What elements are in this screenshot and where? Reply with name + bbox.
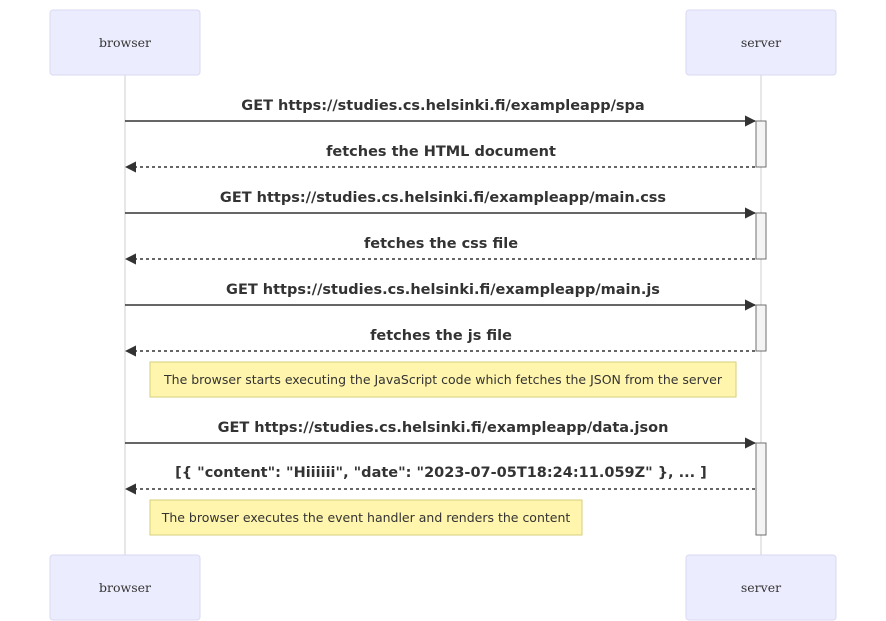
actor-browser-bottom: browser	[49, 554, 201, 621]
message-label: GET https://studies.cs.helsinki.fi/examp…	[218, 420, 669, 436]
message-label: GET https://studies.cs.helsinki.fi/examp…	[226, 282, 660, 298]
actor-browser-top: browser	[49, 9, 201, 76]
actor-server-top: server	[685, 9, 837, 76]
message-label: fetches the css file	[364, 236, 518, 252]
actor-browser-bottom-label: browser	[99, 580, 151, 595]
note-render-content: The browser executes the event handler a…	[149, 499, 583, 536]
server-activation-2	[755, 212, 767, 260]
note-label: The browser executes the event handler a…	[161, 510, 571, 525]
actor-server-bottom-label: server	[741, 580, 781, 595]
message-label: [{ "content": "Hiiiiii", "date": "2023-0…	[175, 465, 707, 481]
note-label: The browser starts executing the JavaScr…	[163, 372, 723, 387]
server-activation-1	[755, 120, 767, 168]
actor-server-bottom: server	[685, 554, 837, 621]
note-js-execution: The browser starts executing the JavaScr…	[149, 361, 737, 398]
message-label: GET https://studies.cs.helsinki.fi/examp…	[220, 190, 666, 206]
server-activation-4	[755, 442, 767, 536]
message-label: fetches the js file	[370, 328, 512, 344]
server-activation-3	[755, 304, 767, 352]
message-label: fetches the HTML document	[326, 144, 556, 160]
actor-browser-top-label: browser	[99, 35, 151, 50]
message-label: GET https://studies.cs.helsinki.fi/examp…	[241, 98, 644, 114]
actor-server-top-label: server	[741, 35, 781, 50]
